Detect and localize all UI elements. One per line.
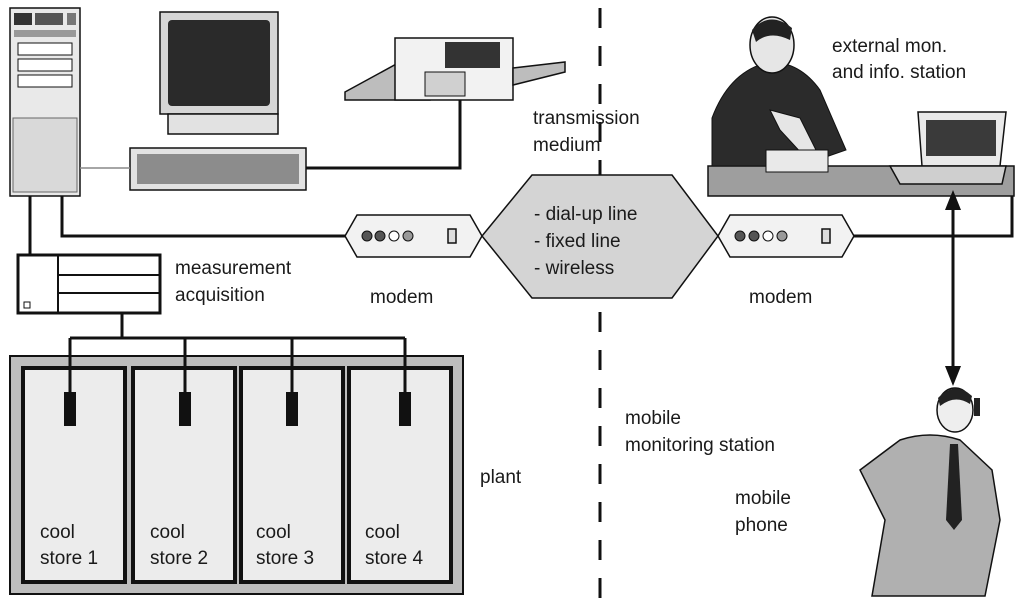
medium-dial-up-line: - dial-up line <box>534 204 638 225</box>
tower-modem-cable <box>60 196 345 238</box>
mobile-phone-label-line-2: phone <box>735 515 788 536</box>
transmission-medium-label-line-1: transmission <box>533 108 640 129</box>
person-with-mobile-phone-icon <box>859 387 1001 597</box>
modem-left-label: modem <box>370 287 433 308</box>
cool-store-2-label-line-2: store 2 <box>150 548 208 569</box>
cool-store-4-label-line-1: cool <box>365 522 400 543</box>
monitor-icon <box>159 11 279 135</box>
medium-wireless: - wireless <box>534 258 614 279</box>
printer-icon <box>344 37 566 101</box>
medium-fixed-line: - fixed line <box>534 231 621 252</box>
sensor-probe-icon <box>399 338 411 426</box>
modem-icon <box>344 214 483 258</box>
mobile-station-label-line-1: mobile <box>625 408 681 429</box>
mobile-station-label-line-2: monitoring station <box>625 435 775 456</box>
plant-label: plant <box>480 467 522 488</box>
cool-store-1-label-line-2: store 1 <box>40 548 98 569</box>
modem-icon <box>717 214 855 258</box>
cool-store-1-label-line-1: cool <box>40 522 75 543</box>
transmission-medium-label-line-2: medium <box>533 135 601 156</box>
sensor-probe-icon <box>286 338 298 426</box>
laptop-icon <box>888 111 1007 185</box>
modem-right-label: modem <box>749 287 812 308</box>
cool-store-4-label-line-2: store 4 <box>365 548 424 569</box>
measurement-label-line-1: measurement <box>175 258 292 279</box>
sensor-probe-icon <box>64 338 76 426</box>
measurement-label-line-2: acquisition <box>175 285 265 306</box>
keyboard-printer-cable <box>306 100 462 170</box>
measurement-acquisition-unit-icon <box>16 253 162 315</box>
tower-computer-icon <box>9 7 81 197</box>
sensor-probe-icon <box>179 338 191 426</box>
mobile-phone-label-line-1: mobile <box>735 488 791 509</box>
operator-at-desk-icon <box>707 16 1015 197</box>
wireless-link-arrow <box>945 190 961 386</box>
cool-store-3-label-line-1: cool <box>256 522 291 543</box>
external-station-label-line-2: and info. station <box>832 62 966 83</box>
cool-store-3-label-line-2: store 3 <box>256 548 314 569</box>
keyboard-icon <box>129 147 307 191</box>
external-station-label-line-1: external mon. <box>832 36 947 57</box>
cool-store-2-label-line-1: cool <box>150 522 185 543</box>
